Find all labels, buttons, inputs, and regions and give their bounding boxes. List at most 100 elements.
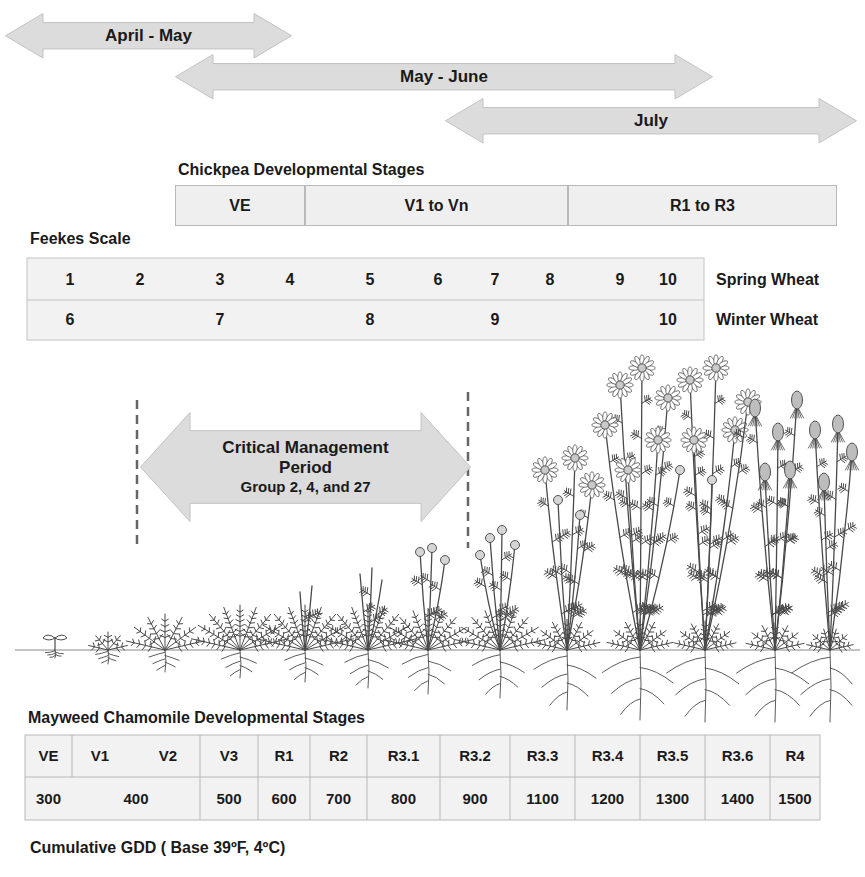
critical-period-arrow: Critical Management PeriodGroup 2, 4, an… (140, 412, 471, 522)
feekes-stage: 6 (66, 310, 75, 329)
plant-stroke (567, 515, 580, 650)
plant-stroke (578, 540, 589, 549)
plant-stroke (360, 587, 371, 597)
plant-stroke (775, 400, 797, 650)
plant-stroke (690, 624, 705, 650)
plant-stroke (815, 573, 828, 583)
plant-stroke (786, 534, 798, 544)
flower-disk (712, 364, 720, 372)
text-holder: May - June (175, 54, 713, 100)
flower-disk (624, 466, 632, 474)
plant-stroke (755, 408, 775, 650)
crop-stage-cell: R1 to R3 (568, 185, 837, 226)
plant-stroke (337, 614, 368, 650)
plant-stroke (663, 498, 674, 507)
plant-stroke (474, 578, 485, 588)
seed-head (750, 399, 761, 417)
plant-stroke (620, 385, 640, 650)
flower-bud (416, 548, 425, 557)
arrow-outline (446, 99, 857, 144)
gdd-value: 1100 (526, 790, 559, 808)
plant-stroke (563, 488, 574, 497)
crop-stage-cell: V1 to Vn (305, 185, 568, 226)
ground-line (15, 650, 860, 651)
plant-stroke (766, 496, 777, 506)
plant-stroke (567, 640, 600, 652)
plant-stroke (500, 545, 515, 650)
flower-disk (571, 454, 579, 462)
plant-stroke (545, 470, 567, 650)
growth-stage: V3 (220, 747, 238, 765)
feekes-row-divider (27, 300, 704, 301)
plant-stroke (817, 458, 828, 467)
plant-stroke (363, 603, 375, 613)
seed-head (785, 461, 796, 479)
flower-bud (428, 544, 437, 553)
plant-stroke (506, 605, 519, 615)
flower-disk (541, 466, 549, 474)
plant-stroke (828, 561, 841, 571)
plant-stroke (845, 522, 857, 532)
period-boundary (136, 400, 139, 548)
plant-stroke (667, 650, 739, 722)
plant-stroke (160, 614, 170, 650)
month-arrow: July (445, 98, 857, 144)
plant-stroke (821, 531, 833, 541)
flower-bud (576, 511, 585, 520)
plant-stroke (637, 604, 650, 614)
month-range: July (634, 111, 668, 131)
wheat-type: Spring Wheat (716, 270, 819, 289)
feekes-stage: 4 (286, 270, 295, 289)
plant-stroke (148, 617, 166, 650)
plant-stroke (89, 643, 108, 652)
feekes-stage: 7 (491, 270, 500, 289)
period-title: Critical Management Period (198, 438, 413, 479)
flower-disk (638, 364, 646, 372)
plant-stroke (534, 650, 596, 710)
plant-stroke (642, 501, 653, 511)
plant-stroke (108, 643, 127, 652)
plant-stroke (646, 569, 659, 579)
plant-stroke (235, 605, 246, 650)
seed-head (819, 473, 830, 491)
growth-stage: V2 (159, 747, 177, 765)
plant-stroke (368, 580, 382, 650)
growth-stage: R2 (329, 747, 348, 765)
plant-stroke (738, 464, 749, 473)
plant-stroke (775, 641, 804, 652)
plant-stroke (830, 642, 853, 652)
growth-stage: V1 (91, 747, 109, 765)
plant-stroke (700, 506, 711, 515)
plant-stroke (713, 465, 725, 475)
flower-disk (686, 376, 694, 384)
plant-stroke (500, 571, 511, 581)
plant-stroke (705, 480, 712, 650)
plant-stroke (223, 607, 240, 650)
plant-stroke (390, 627, 428, 650)
month-arrow: May - June (175, 54, 713, 100)
plant-stroke (54, 638, 55, 650)
plant-stroke (824, 482, 830, 650)
plant-stroke (684, 487, 696, 497)
feekes-stage: 7 (216, 310, 225, 329)
plant-stroke (758, 569, 771, 579)
mayweed-illustration (43, 355, 859, 722)
axis-note: Cumulative GDD ( Base 39ºF, 4ºC) (30, 838, 285, 857)
plant-stroke (489, 581, 501, 591)
flower-bud (486, 534, 495, 543)
plant-stroke (429, 581, 440, 591)
gdd-value: 600 (271, 790, 296, 808)
plant-stroke (552, 533, 564, 543)
plant-stroke (837, 453, 848, 462)
plant-stroke (713, 605, 727, 615)
plant-stroke (613, 565, 626, 575)
plant-stroke (221, 650, 256, 678)
plant-stroke (500, 638, 545, 651)
growth-stage: R3.1 (388, 747, 420, 765)
plant-stroke (538, 498, 549, 507)
text-holder: July (445, 98, 857, 144)
flower-disk (616, 381, 624, 389)
arrow-outline (141, 413, 471, 522)
plant-stroke (96, 650, 119, 664)
seed-head (847, 443, 858, 461)
